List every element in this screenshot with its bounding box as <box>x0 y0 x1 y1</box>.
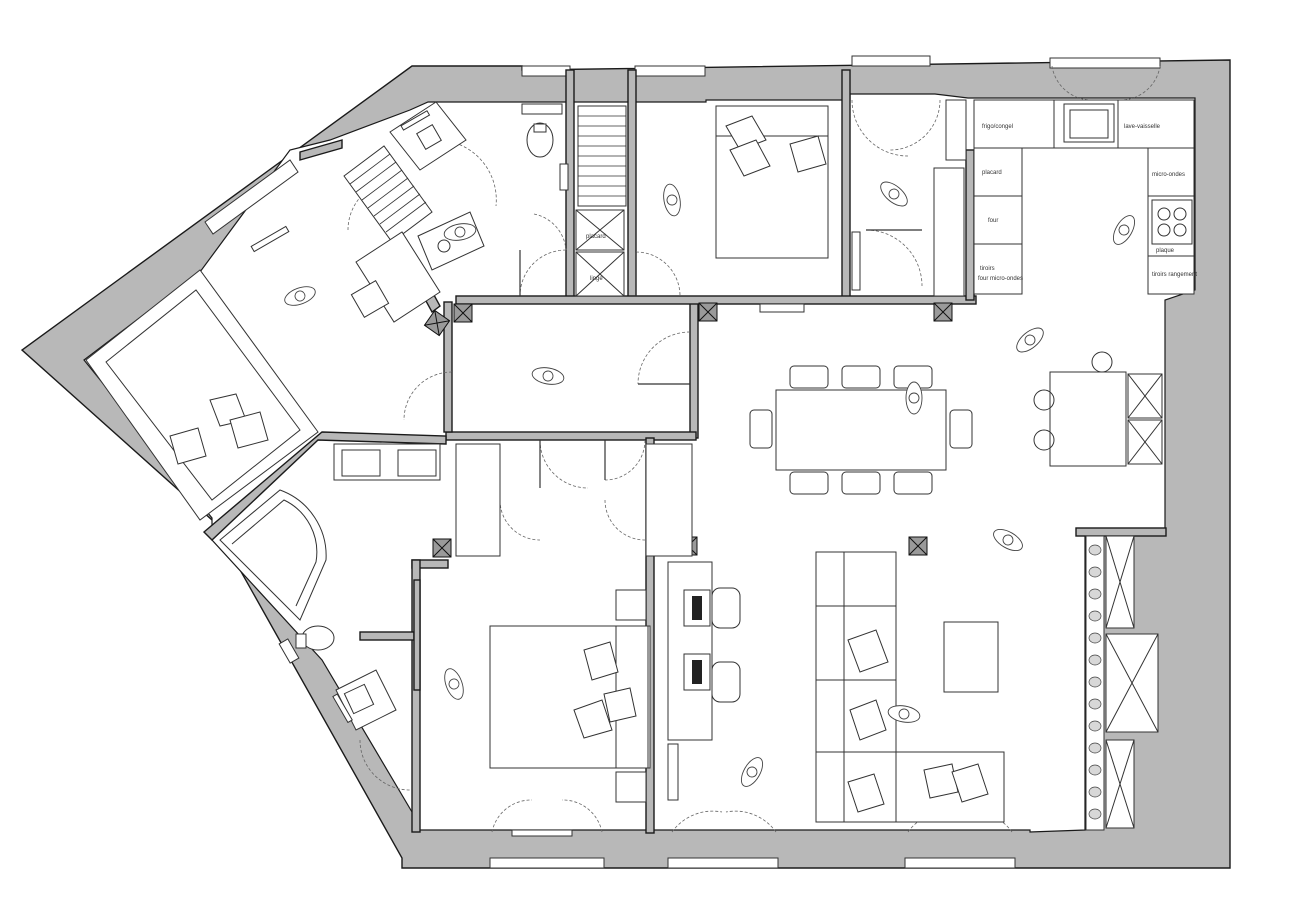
column <box>698 302 718 322</box>
appliance-label: plaque <box>1156 248 1175 254</box>
person-figure <box>905 381 923 415</box>
staircase-left <box>343 145 433 243</box>
kitchen-island <box>1033 351 1163 467</box>
column <box>432 538 452 558</box>
office-desk <box>667 561 741 801</box>
shower-top <box>389 101 467 171</box>
storage-cupboards: placard linge <box>575 99 967 297</box>
person-figure <box>740 757 764 787</box>
person-figure <box>880 181 908 207</box>
windows <box>204 55 1161 869</box>
appliance-label: four micro-ondes <box>978 276 1023 282</box>
bed-top <box>715 105 861 291</box>
appliance-label: tiroirs <box>980 266 995 272</box>
wc-top <box>521 103 569 191</box>
column <box>908 536 928 556</box>
double-sink <box>333 443 441 481</box>
person-figure <box>1016 327 1044 353</box>
person-figure <box>887 705 921 723</box>
person-figure <box>443 223 477 241</box>
appliance-label: lave-vaisselle <box>1124 124 1161 130</box>
desk-left <box>350 231 441 323</box>
column <box>453 303 473 323</box>
kitchen-counter: frigo/congel lave-vaisselle placard four… <box>973 99 1197 295</box>
person-figure <box>531 367 565 385</box>
column <box>933 302 953 322</box>
person-figure <box>663 183 681 217</box>
cupboard-label: placard <box>586 234 606 240</box>
wall-divider <box>413 579 421 691</box>
appliance-label: frigo/congel <box>982 124 1013 130</box>
misc-fixtures <box>250 110 431 724</box>
cupboard-label: linge <box>590 276 603 282</box>
bed-left <box>85 269 319 521</box>
radiator <box>759 303 805 313</box>
appliance-label: placard <box>982 170 1002 176</box>
dining-table <box>749 365 973 495</box>
radiator <box>511 829 573 837</box>
coffee-table <box>943 621 999 693</box>
person-figure <box>444 668 464 700</box>
bathtub <box>219 489 327 621</box>
wc-bottom <box>295 625 335 651</box>
person-figure <box>284 286 316 306</box>
person-figures <box>284 181 1136 787</box>
appliance-label: four <box>988 218 998 224</box>
person-figure <box>1112 215 1136 245</box>
column <box>423 309 451 337</box>
person-figure <box>993 528 1023 552</box>
appliance-label: tiroirs rangement <box>1152 272 1197 278</box>
bed-bottom <box>489 589 651 803</box>
appliance-label: micro-ondes <box>1152 172 1185 178</box>
stone-wall <box>1085 535 1159 831</box>
staircase-top <box>577 105 627 207</box>
wardrobes-bottom <box>455 443 693 557</box>
sofa <box>815 551 1005 823</box>
